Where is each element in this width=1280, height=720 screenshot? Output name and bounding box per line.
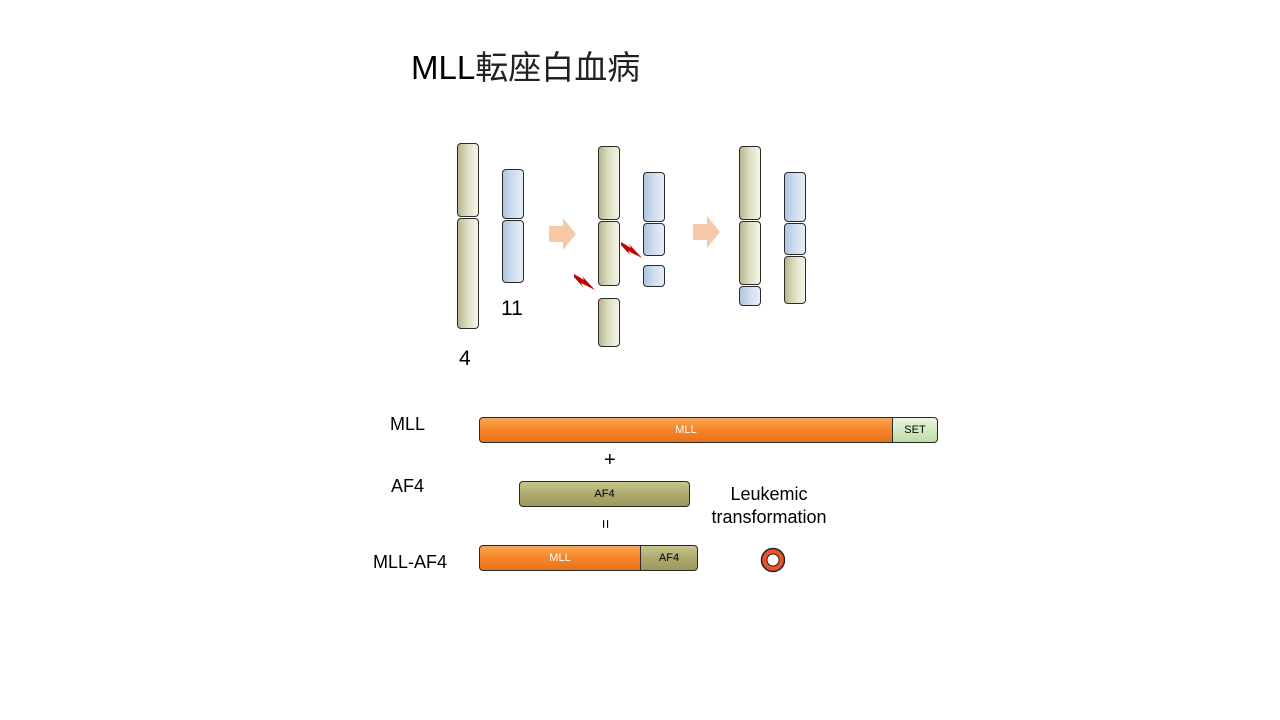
fusion-af4-segment: AF4 [640,545,698,571]
set-domain: SET [892,417,938,443]
outcome-line-2: transformation [711,507,827,527]
fusion-af4-text: AF4 [658,552,680,564]
fusion-mll-segment: MLL [479,545,641,571]
der4-short-arm [739,146,761,220]
fusion-row-label: MLL-AF4 [373,552,448,572]
chr4-short-arm [457,143,479,217]
af4-bar-text: AF4 [594,488,615,500]
set-domain-text: SET [904,424,926,436]
title-japanese: 転座白血病 [475,48,641,87]
chr4-broken-short-arm [598,146,620,220]
plus-sign: + [604,449,616,471]
lightning-break-icon [621,242,642,258]
chr11-broken-fragment [643,265,665,287]
mll-row-label: MLL [390,414,426,434]
af4-row-label: AF4 [391,476,425,496]
der11-long-arm [784,223,806,255]
af4-protein-bar: AF4 [519,481,690,507]
leukemic-transformation-label: Leukemic transformation [699,483,839,529]
chr11-long-arm [502,220,524,283]
right-arrow-icon [549,218,576,250]
chr4-broken-fragment [598,298,620,347]
mll-bar-text: MLL [675,424,697,436]
equals-sign: = [596,519,614,529]
chromosome-4-label: 4 [459,347,471,370]
chr11-broken-long-arm [643,223,665,256]
title-latin: MLL [411,49,476,86]
page-title: MLL転座白血病 [411,48,640,88]
mll-protein-bar: MLL [479,417,893,443]
chr4-broken-long-arm [598,221,620,286]
der4-long-arm [739,221,761,285]
chromosome-11-label: 11 [501,297,523,320]
chr11-broken-short-arm [643,172,665,222]
lightning-break-icon [574,274,595,290]
der11-short-arm [784,172,806,222]
outcome-line-1: Leukemic [730,484,808,504]
right-arrow-icon [693,216,720,248]
fusion-mll-text: MLL [549,552,571,564]
der4-chr11-segment [739,286,761,306]
der11-chr4-segment [784,256,806,304]
chr4-long-arm [457,218,479,329]
chr11-short-arm [502,169,524,219]
